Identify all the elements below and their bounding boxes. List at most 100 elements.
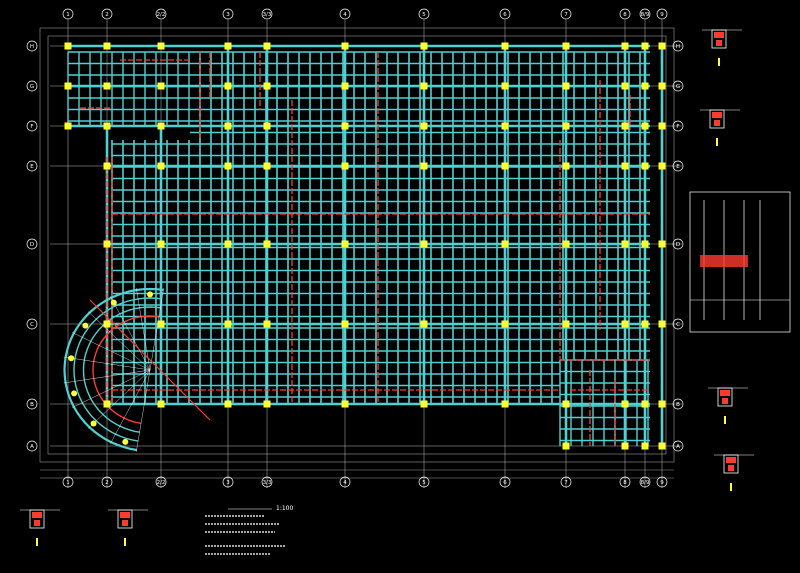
radial-line [110,296,151,371]
radial-line [63,369,151,384]
axis-bubble [499,476,511,488]
axis-label: 3/3 [263,480,272,486]
column [224,42,232,50]
axis-bubble [672,318,684,330]
detail-rebar [34,520,40,526]
column [501,162,509,170]
column [103,240,111,248]
axis-label: C [676,322,680,328]
column [658,320,666,328]
axis-bubble [560,476,572,488]
column [157,400,165,408]
axis-bubble [155,8,167,20]
axis-bubble [26,40,38,52]
radial-line [136,288,151,371]
column [621,400,629,408]
notes-block: 1:100 [205,505,293,555]
detail-rebar [122,520,128,526]
column [641,122,649,130]
axis-bubble [639,8,651,20]
axis-label: 8 [623,12,627,18]
dimension-frame [39,27,675,479]
column [263,320,271,328]
axis-label: 9 [660,480,664,486]
axis-bubble [26,160,38,172]
column [103,320,111,328]
column [501,42,509,50]
axis-bubble [499,8,511,20]
detail-5 [20,509,60,546]
column [501,240,509,248]
axis-label: 6 [503,480,507,486]
detail-rebar [720,390,730,396]
column [341,42,349,50]
axis-bubble [418,476,430,488]
column [110,299,117,306]
column [68,355,75,362]
axis-bubble [26,318,38,330]
axis-bubble [639,476,651,488]
axis-bubble [222,8,234,20]
column [658,122,666,130]
column [224,320,232,328]
axis-label: H [30,44,34,50]
column [641,320,649,328]
axis-bubble [62,476,74,488]
axis-bubble [672,40,684,52]
column [420,400,428,408]
detail-rebar [726,457,736,463]
axis-label: 8/9 [641,12,650,18]
column [658,162,666,170]
detail-sections [20,29,791,546]
detail-4 [714,454,754,491]
axis-bubble [672,440,684,452]
axis-label: C [30,322,34,328]
column [562,442,570,450]
column [621,122,629,130]
column [420,42,428,50]
column [501,122,509,130]
axis-bubble [339,476,351,488]
column [420,320,428,328]
column [263,122,271,130]
axis-bubble [261,8,273,20]
column [147,291,153,298]
axis-label: A [30,444,34,450]
column [621,442,629,450]
column [263,82,271,90]
axis-label: G [676,84,680,90]
column [103,122,111,130]
column [420,122,428,130]
column [157,320,165,328]
column [157,162,165,170]
detail-3 [708,387,748,424]
elevation-frame [689,191,791,333]
column [341,82,349,90]
detail-rebar [32,512,42,518]
column [90,420,97,427]
column [658,82,666,90]
axis-bubble [26,440,38,452]
column [103,162,111,170]
axis-label: E [30,164,34,170]
axis-bubble [656,476,668,488]
column [420,162,428,170]
columns-layer [64,42,666,450]
detail-rebar [714,120,720,126]
column [658,400,666,408]
column [224,82,232,90]
diagonal-beam [89,299,211,421]
elevation-beam [700,255,748,267]
axis-label: 3/3 [263,12,272,18]
column [562,42,570,50]
axis-label: 2/2 [157,12,166,18]
axis-bubble [339,8,351,20]
column [224,400,232,408]
axis-bubble [672,160,684,172]
column [64,122,72,130]
column [224,240,232,248]
axis-bubble [672,80,684,92]
column [641,400,649,408]
